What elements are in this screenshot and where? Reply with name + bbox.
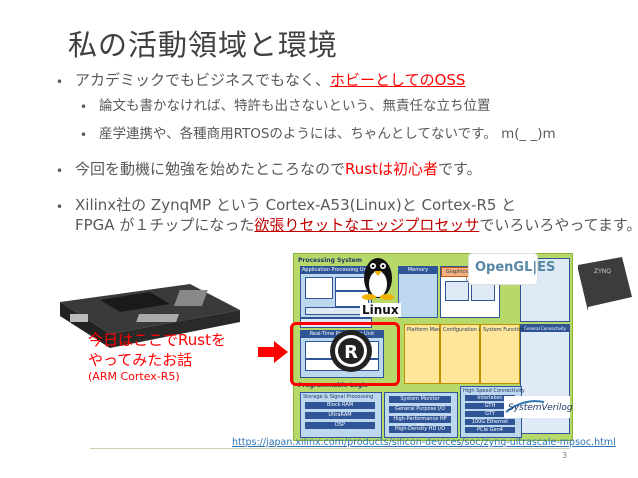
- hp-io: High-Performance HP I/O: [389, 416, 451, 429]
- systemverilog-swoosh-icon: [505, 400, 545, 413]
- system-functions-label: System Functions: [483, 327, 528, 333]
- linux-penguin-icon: [362, 258, 394, 300]
- gpu-geometry: [445, 281, 469, 301]
- bullet-1: アカデミックでもビジネスでもなく、ホビーとしてのOSS: [75, 71, 465, 90]
- high-speed-block: High Speed Connectivity Interlaken GTH G…: [460, 386, 525, 438]
- opengl-es-label: OpenGL|ES: [475, 260, 556, 275]
- processing-system-label: Processing System: [298, 257, 362, 264]
- block-ram: Block RAM: [305, 402, 375, 409]
- bullet-1-sub-2: 産学連携や、各種商用RTOSのようには、ちゃんとしてないです。 m(_ _)m: [99, 126, 556, 142]
- bullet-3-line-2: FPGA が１チップになった欲張りセットなエッジプロセッサでいろいろやってます。: [75, 216, 638, 235]
- bullet-dot: •: [80, 100, 88, 114]
- chip-label: ZYNQ: [594, 268, 611, 275]
- bullet-dot: •: [80, 128, 88, 142]
- source-url-link[interactable]: https://japan.xilinx.com/products/silico…: [232, 437, 616, 448]
- ultraram: UltraRAM: [305, 412, 375, 419]
- apu-core: [305, 277, 333, 299]
- high-speed-label: High Speed Connectivity: [463, 388, 525, 394]
- bullet-3-highlight: 欲張りセットなエッジプロセッサ: [254, 216, 480, 234]
- page-number: 3: [562, 451, 568, 460]
- general-connectivity-label: General Connectivity: [521, 325, 569, 332]
- bullet-dot: •: [56, 200, 64, 214]
- dev-board-image: [60, 284, 240, 348]
- opengl-es-logo: OpenGL|ES: [468, 253, 555, 285]
- bullet-2-highlight: Rustは初心者: [345, 160, 438, 178]
- bullet-2-tail: です。: [437, 160, 482, 178]
- ethernet-100g: 100G Ethernet: [465, 419, 515, 425]
- bullet-1-text: アカデミックでもビジネスでもなく、: [75, 71, 331, 89]
- gty: GTY: [465, 411, 515, 417]
- bullet-2-text: 今回を動機に勉強を始めたところなので: [75, 160, 346, 178]
- slide-title: 私の活動領域と環境: [68, 28, 339, 62]
- hd-io: High-Density HD I/O: [389, 426, 451, 433]
- system-monitor: System Monitor: [389, 396, 451, 403]
- systemverilog-label: SystemVerilog: [508, 403, 573, 413]
- apu-label: Application Processing Unit: [301, 267, 371, 274]
- pcie-gen4: PCIe Gen4: [465, 427, 515, 433]
- red-arrow-icon: [258, 341, 288, 363]
- pmu-block: Platform Management Unit: [404, 324, 474, 384]
- interlaken: Interlaken: [465, 395, 515, 401]
- pl-io-block: System Monitor General Purpose I/O High-…: [384, 392, 458, 438]
- storage-signal-block: Storage & Signal Processing Block RAM Ul…: [300, 392, 382, 438]
- bullet-3-line-1: Xilinx社の ZynqMP という Cortex-A53(Linux)と C…: [75, 196, 517, 214]
- linux-label: Linux: [360, 303, 401, 317]
- gpio: General Purpose I/O: [389, 406, 451, 413]
- callout-note: 今日はここでRustを やってみたお話 (ARM Cortex-R5): [88, 330, 258, 384]
- callout-line-3: (ARM Cortex-R5): [88, 370, 180, 383]
- csu-block: Configuration and Security Unit: [440, 324, 522, 384]
- bullet-3-tail: でいろいろやってます。: [479, 216, 638, 234]
- bullet-1-highlight: ホビーとしてのOSS: [330, 71, 466, 89]
- system-functions-block: System Functions: [480, 324, 527, 384]
- memory-label: Memory: [399, 267, 437, 274]
- storage-signal-label: Storage & Signal Processing: [303, 394, 374, 400]
- bullet-dot: •: [56, 164, 64, 178]
- systemverilog-logo: SystemVerilog: [504, 396, 573, 418]
- svg-text:R: R: [344, 342, 358, 363]
- bullet-2: 今回を動機に勉強を始めたところなのでRustは初心者です。: [75, 160, 481, 179]
- footer-divider: [90, 448, 570, 449]
- callout-line-2: やってみたお話: [88, 351, 193, 369]
- zynq-chip-image: ZYNQ: [578, 257, 632, 311]
- rust-logo-icon: R: [330, 330, 372, 372]
- bullet-dot: •: [56, 75, 64, 89]
- bullet-3-text: FPGA が１チップになった: [75, 216, 255, 234]
- apu-block: Application Processing Unit: [300, 266, 372, 318]
- gth: GTH: [465, 403, 515, 409]
- dsp: DSP: [305, 422, 375, 429]
- callout-line-1: 今日はここでRustを: [88, 331, 226, 349]
- memory-block: Memory: [398, 266, 438, 318]
- rpu-highlight-box: [290, 322, 400, 386]
- bullet-1-sub-1: 論文も書かなければ、特許も出さないという、無責任な立ち位置: [99, 98, 491, 114]
